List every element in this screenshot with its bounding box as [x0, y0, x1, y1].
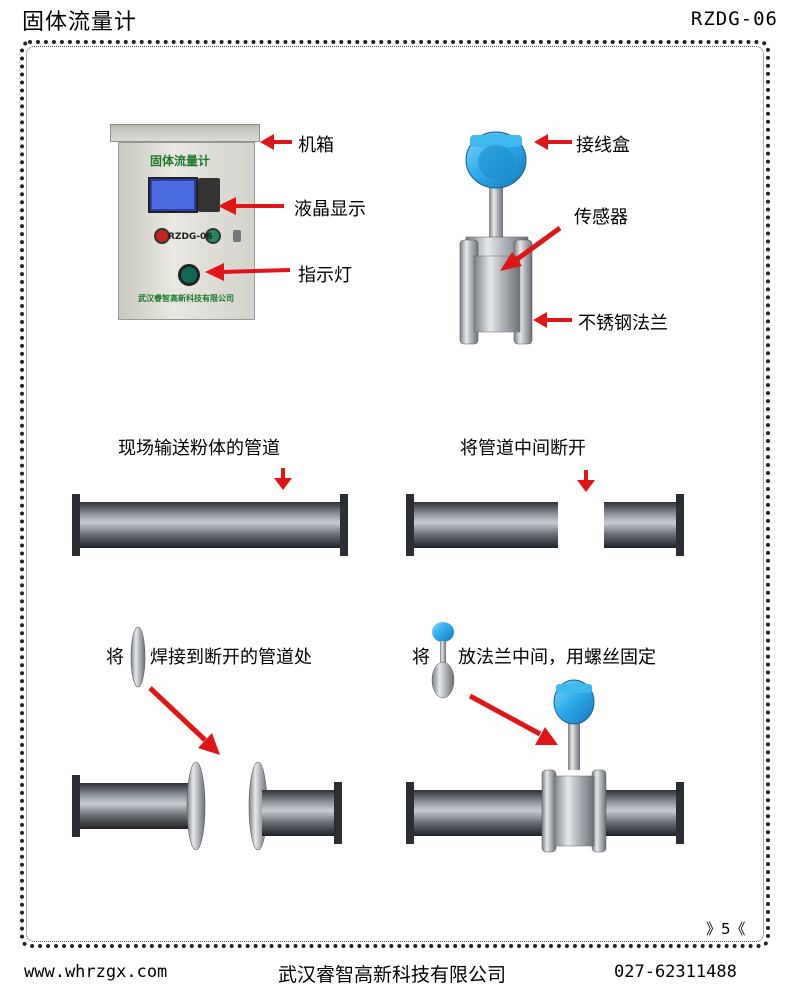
indicator-lamp — [178, 264, 200, 286]
document-title: 固体流量计 — [22, 10, 138, 35]
green-button — [205, 228, 221, 244]
cabinet-roof — [110, 124, 260, 142]
footer-company: 武汉睿智高新科技有限公司 — [278, 964, 507, 986]
arrow-indicator — [205, 263, 291, 281]
arrow-cabinet — [260, 134, 292, 150]
arrow-step4 — [468, 693, 558, 745]
arrow-step3 — [148, 686, 220, 755]
model-code: RZDG-06 — [690, 8, 778, 30]
small-flange-icon — [130, 626, 146, 688]
arrow-flange — [533, 312, 572, 328]
pipe-whole — [72, 494, 348, 556]
lcd-screen — [152, 181, 194, 209]
label-flange: 不锈钢法兰 — [578, 313, 668, 334]
step4-caption-post: 放法兰中间，用螺丝固定 — [458, 647, 656, 668]
keyhole — [233, 230, 241, 242]
label-lcd: 液晶显示 — [294, 199, 366, 220]
pipe-with-flanges — [72, 761, 342, 851]
red-button — [154, 228, 170, 244]
page-number: 》5《 — [706, 920, 746, 938]
step4-caption-pre: 将 — [412, 647, 430, 668]
label-junction-box: 接线盒 — [576, 135, 630, 156]
cabinet-title: 固体流量计 — [150, 154, 211, 168]
keypad — [198, 178, 220, 212]
step3-caption-post: 焊接到断开的管道处 — [150, 647, 312, 668]
pipe-with-flowmeter — [406, 679, 684, 853]
label-cabinet: 机箱 — [298, 135, 334, 156]
step3-caption-pre: 将 — [106, 647, 124, 668]
page-border-inner — [26, 46, 764, 942]
footer-website: www.whrzgx.com — [24, 962, 168, 982]
pipe-split — [406, 494, 684, 556]
flowmeter-illustration — [459, 131, 533, 345]
footer-phone: 027-62311488 — [614, 962, 737, 982]
arrow-lcd — [218, 197, 284, 215]
page-border — [20, 40, 770, 948]
arrow-step1 — [274, 468, 292, 490]
label-sensor: 传感器 — [574, 207, 628, 228]
cabinet-company: 武汉睿智高新科技有限公司 — [138, 294, 234, 303]
step1-caption: 现场输送粉体的管道 — [118, 438, 280, 459]
small-flowmeter-icon — [431, 622, 455, 699]
arrow-junction-box — [534, 134, 572, 150]
arrow-sensor — [500, 225, 562, 271]
step2-caption: 将管道中间断开 — [460, 438, 586, 459]
label-indicator: 指示灯 — [298, 265, 352, 286]
control-cabinet-illustration — [118, 142, 255, 320]
cabinet-model: RZDG-06 — [168, 232, 213, 242]
arrow-step2 — [577, 470, 595, 492]
